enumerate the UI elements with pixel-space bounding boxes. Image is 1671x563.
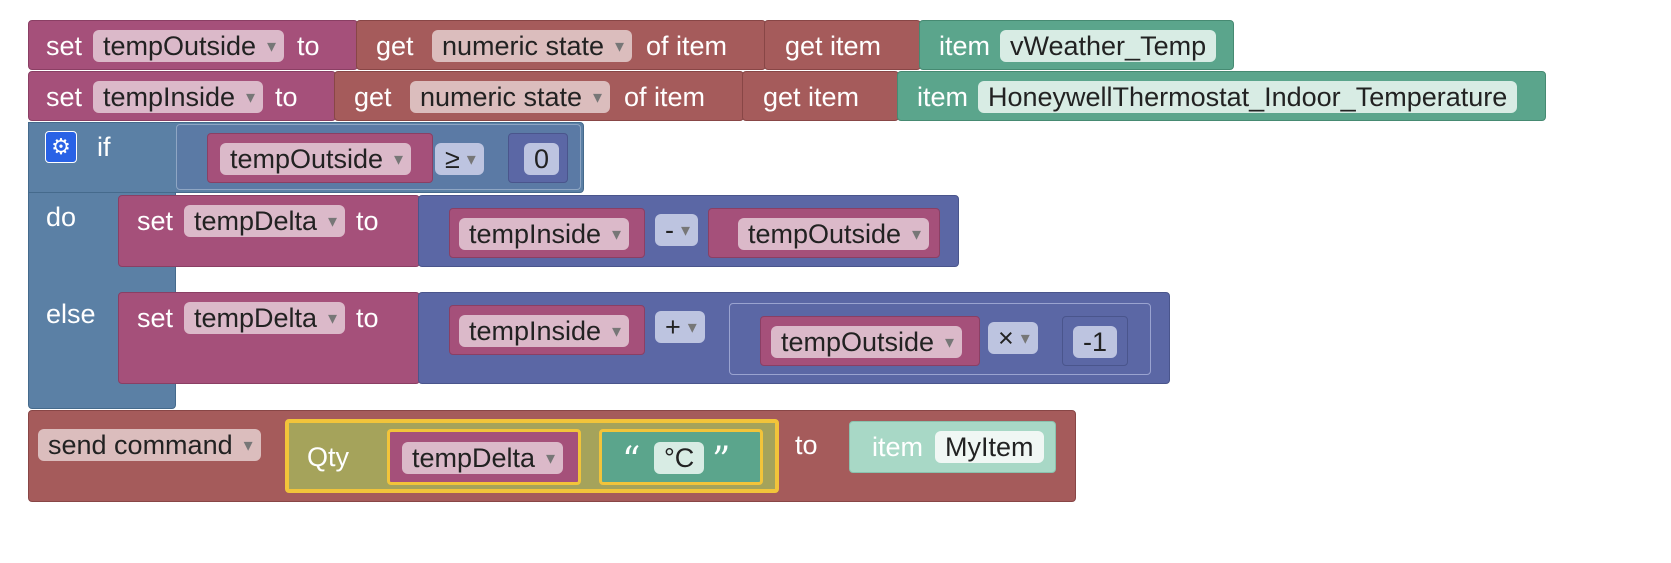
var-getter[interactable]: tempOutside (207, 133, 433, 183)
item-block[interactable]: item vWeather_Temp (919, 20, 1234, 70)
of-item-label: of item (646, 31, 728, 61)
else-label: else (46, 299, 96, 329)
get-item-block[interactable]: get item (764, 20, 921, 70)
number-block[interactable]: -1 (1062, 316, 1128, 366)
open-quote-icon: “ (622, 440, 641, 481)
command-dropdown[interactable]: send command (38, 429, 261, 461)
to-label: to (297, 31, 320, 61)
multiply-block[interactable]: tempOutside × -1 (729, 303, 1151, 375)
var-getter[interactable]: tempOutside (708, 208, 940, 258)
get-label: get (354, 82, 392, 112)
set-tempDelta-block[interactable]: set tempDelta to (118, 195, 420, 267)
variable-dropdown[interactable]: tempOutside (771, 326, 963, 358)
variable-dropdown[interactable]: tempInside (93, 81, 264, 113)
set-label: set (46, 31, 83, 61)
state-dropdown[interactable]: numeric state (432, 30, 633, 62)
get-item-label: get item (785, 31, 882, 61)
item-label: item (872, 432, 924, 462)
item-block[interactable]: item HoneywellThermostat_Indoor_Temperat… (897, 71, 1546, 121)
to-label: to (356, 206, 379, 236)
comparison-operator-dropdown[interactable]: ≥ (435, 143, 484, 175)
var-getter[interactable]: tempOutside (760, 316, 980, 366)
do-label: do (46, 202, 77, 232)
to-label: to (356, 303, 379, 333)
text-block[interactable]: “ °C ” (599, 429, 763, 485)
quantity-block[interactable]: Qty tempDelta “ °C ” (285, 419, 779, 493)
item-label: item (939, 31, 991, 61)
arithmetic-operator-dropdown[interactable]: + (655, 311, 705, 343)
state-dropdown[interactable]: numeric state (410, 81, 611, 113)
item-block[interactable]: item MyItem (849, 421, 1056, 473)
var-getter[interactable]: tempInside (449, 305, 645, 355)
variable-dropdown[interactable]: tempOutside (93, 30, 285, 62)
arithmetic-block[interactable]: tempInside + tempOutside × -1 (418, 292, 1170, 384)
variable-dropdown[interactable]: tempDelta (184, 205, 346, 237)
gear-icon[interactable]: ⚙ (45, 131, 77, 163)
item-name-field[interactable]: vWeather_Temp (1000, 30, 1217, 62)
set-label: set (46, 82, 83, 112)
of-item-label: of item (624, 82, 706, 112)
variable-dropdown[interactable]: tempInside (459, 315, 630, 347)
compare-block[interactable]: tempOutside ≥ 0 (176, 124, 581, 190)
variable-dropdown[interactable]: tempOutside (738, 218, 930, 250)
send-command-block[interactable]: send command Qty tempDelta “ °C ” to ite… (28, 410, 1076, 502)
get-item-label: get item (763, 82, 860, 112)
qty-label: Qty (307, 442, 350, 472)
close-quote-icon: ” (712, 440, 731, 481)
var-getter[interactable]: tempInside (449, 208, 645, 258)
get-numeric-state-block[interactable]: get numeric state of item (334, 71, 744, 121)
variable-dropdown[interactable]: tempDelta (184, 302, 346, 334)
item-name-field[interactable]: MyItem (935, 431, 1044, 463)
number-block[interactable]: 0 (508, 133, 568, 183)
number-field[interactable]: -1 (1073, 326, 1118, 358)
variable-dropdown[interactable]: tempDelta (402, 442, 564, 474)
get-item-block[interactable]: get item (742, 71, 899, 121)
get-label: get (376, 31, 414, 61)
arithmetic-block[interactable]: tempInside - tempOutside (418, 195, 959, 267)
arithmetic-operator-dropdown[interactable]: × (988, 322, 1038, 354)
number-field[interactable]: 0 (524, 143, 560, 175)
set-label: set (137, 303, 174, 333)
to-label: to (275, 82, 298, 112)
set-tempDelta-block[interactable]: set tempDelta to (118, 292, 420, 384)
unit-text-field[interactable]: °C (654, 442, 705, 474)
set-label: set (137, 206, 174, 236)
set-tempInside-block[interactable]: set tempInside to (28, 71, 336, 121)
variable-dropdown[interactable]: tempInside (459, 218, 630, 250)
variable-dropdown[interactable]: tempOutside (220, 143, 412, 175)
to-label: to (795, 430, 818, 460)
arithmetic-operator-dropdown[interactable]: - (655, 214, 698, 246)
var-getter[interactable]: tempDelta (387, 429, 581, 485)
get-numeric-state-block[interactable]: get numeric state of item (356, 20, 766, 70)
set-tempOutside-block[interactable]: set tempOutside to (28, 20, 358, 70)
if-label: if (97, 132, 111, 162)
item-label: item (917, 82, 969, 112)
item-name-field[interactable]: HoneywellThermostat_Indoor_Temperature (978, 81, 1518, 113)
